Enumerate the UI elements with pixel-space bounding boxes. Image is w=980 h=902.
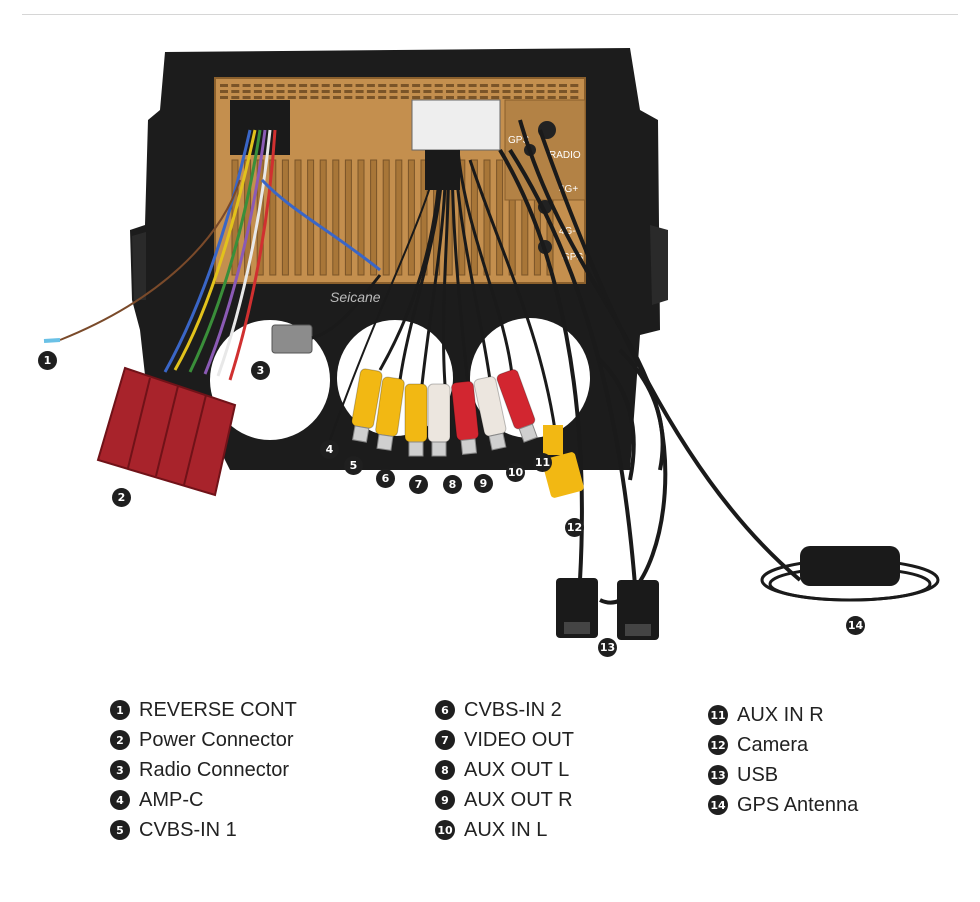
callout-badge-9: 9 <box>474 474 493 493</box>
gps-antenna <box>800 546 900 586</box>
legend: 1 REVERSE CONT 2 Power Connector 3 Radio Conn… <box>0 692 980 852</box>
callout-badge-6: 6 <box>376 469 395 488</box>
legend-number: 5 <box>110 820 130 840</box>
legend-label: Power Connector <box>139 728 294 751</box>
brand-watermark: Seicane <box>330 289 381 305</box>
legend-item: 9 AUX OUT R <box>435 785 574 815</box>
legend-column-2: 6 CVBS-IN 2 7 VIDEO OUT 8 AUX OUT L 9 AUX OUT R… <box>435 695 574 845</box>
legend-label: USB <box>737 763 779 786</box>
top-divider <box>22 14 958 15</box>
legend-item: 7 VIDEO OUT <box>435 725 574 755</box>
callout-badge-5: 5 <box>344 456 363 475</box>
rca-plug <box>351 368 383 443</box>
legend-number: 7 <box>435 730 455 750</box>
camera-plug <box>542 425 584 498</box>
legend-label: Camera <box>737 733 809 756</box>
legend-number: 2 <box>110 730 130 750</box>
legend-item: 1 REVERSE CONT <box>110 695 297 725</box>
legend-label: Radio Connector <box>139 758 290 781</box>
chassis-label-radio: RADIO <box>549 150 581 161</box>
legend-item: 5 CVBS-IN 1 <box>110 815 297 845</box>
legend-column-3: 11 AUX IN R 12 Camera 13 USB 14 GPS Antenna <box>708 700 858 820</box>
legend-item: 2 Power Connector <box>110 725 297 755</box>
callout-badge-8: 8 <box>443 475 462 494</box>
callout-badge-1: 1 <box>38 351 57 370</box>
wiring-diagram: GPS RADIO 4G+ 4G- GPS <box>43 48 940 640</box>
power-connector <box>96 366 237 497</box>
chassis-label-gps: GPS <box>508 135 529 146</box>
legend-item: 10 AUX IN L <box>435 815 574 845</box>
legend-label: CVBS-IN 2 <box>464 698 562 721</box>
rca-plugs <box>351 368 538 457</box>
rca-plug <box>427 383 451 457</box>
legend-label: CVBS-IN 1 <box>139 818 237 841</box>
legend-number: 4 <box>110 790 130 810</box>
rca-plug <box>496 369 538 443</box>
legend-item: 14 GPS Antenna <box>708 790 858 820</box>
legend-column-1: 1 REVERSE CONT 2 Power Connector 3 Radio Conn… <box>110 695 297 845</box>
legend-number: 11 <box>708 705 728 725</box>
chassis-label-4g-plus: 4G+ <box>559 184 578 195</box>
legend-label: REVERSE CONT <box>139 698 297 721</box>
callout-badge-14: 14 <box>846 616 865 635</box>
legend-item: 11 AUX IN R <box>708 700 858 730</box>
legend-label: VIDEO OUT <box>464 728 575 751</box>
legend-number: 13 <box>708 765 728 785</box>
legend-item: 13 USB <box>708 760 858 790</box>
legend-number: 3 <box>110 760 130 780</box>
legend-item: 3 Radio Connector <box>110 755 297 785</box>
legend-item: 4 AMP-C <box>110 785 297 815</box>
legend-number: 10 <box>435 820 455 840</box>
callout-badge-7: 7 <box>409 475 428 494</box>
legend-number: 1 <box>110 700 130 720</box>
legend-number: 12 <box>708 735 728 755</box>
callout-badge-12: 12 <box>565 518 584 537</box>
rca-plug <box>451 380 480 455</box>
legend-item: 12 Camera <box>708 730 858 760</box>
radio-connector <box>271 274 382 354</box>
legend-label: AMP-C <box>139 788 204 811</box>
chassis-label-gps-port: GPS <box>562 252 583 263</box>
rca-plug <box>473 376 507 451</box>
callout-badge-4: 4 <box>320 440 339 459</box>
legend-number: 8 <box>435 760 455 780</box>
legend-item: 8 AUX OUT L <box>435 755 574 785</box>
legend-item: 6 CVBS-IN 2 <box>435 695 574 725</box>
legend-label: AUX OUT L <box>464 758 570 781</box>
legend-label: AUX IN L <box>464 818 548 841</box>
legend-number: 6 <box>435 700 455 720</box>
legend-label: AUX IN R <box>737 703 824 726</box>
rca-bundle: Seicane <box>329 149 557 441</box>
legend-number: 14 <box>708 795 728 815</box>
callout-badge-10: 10 <box>506 463 525 482</box>
callout-badge-2: 2 <box>112 488 131 507</box>
wire-harness <box>43 129 381 381</box>
legend-number: 9 <box>435 790 455 810</box>
rca-plug <box>404 383 428 457</box>
legend-label: GPS Antenna <box>737 793 859 816</box>
rca-plug <box>375 376 405 451</box>
legend-label: AUX OUT R <box>464 788 573 811</box>
usb-connectors <box>556 578 659 640</box>
callout-badge-3: 3 <box>251 361 270 380</box>
callout-badge-13: 13 <box>598 638 617 657</box>
callout-badge-11: 11 <box>533 453 552 472</box>
